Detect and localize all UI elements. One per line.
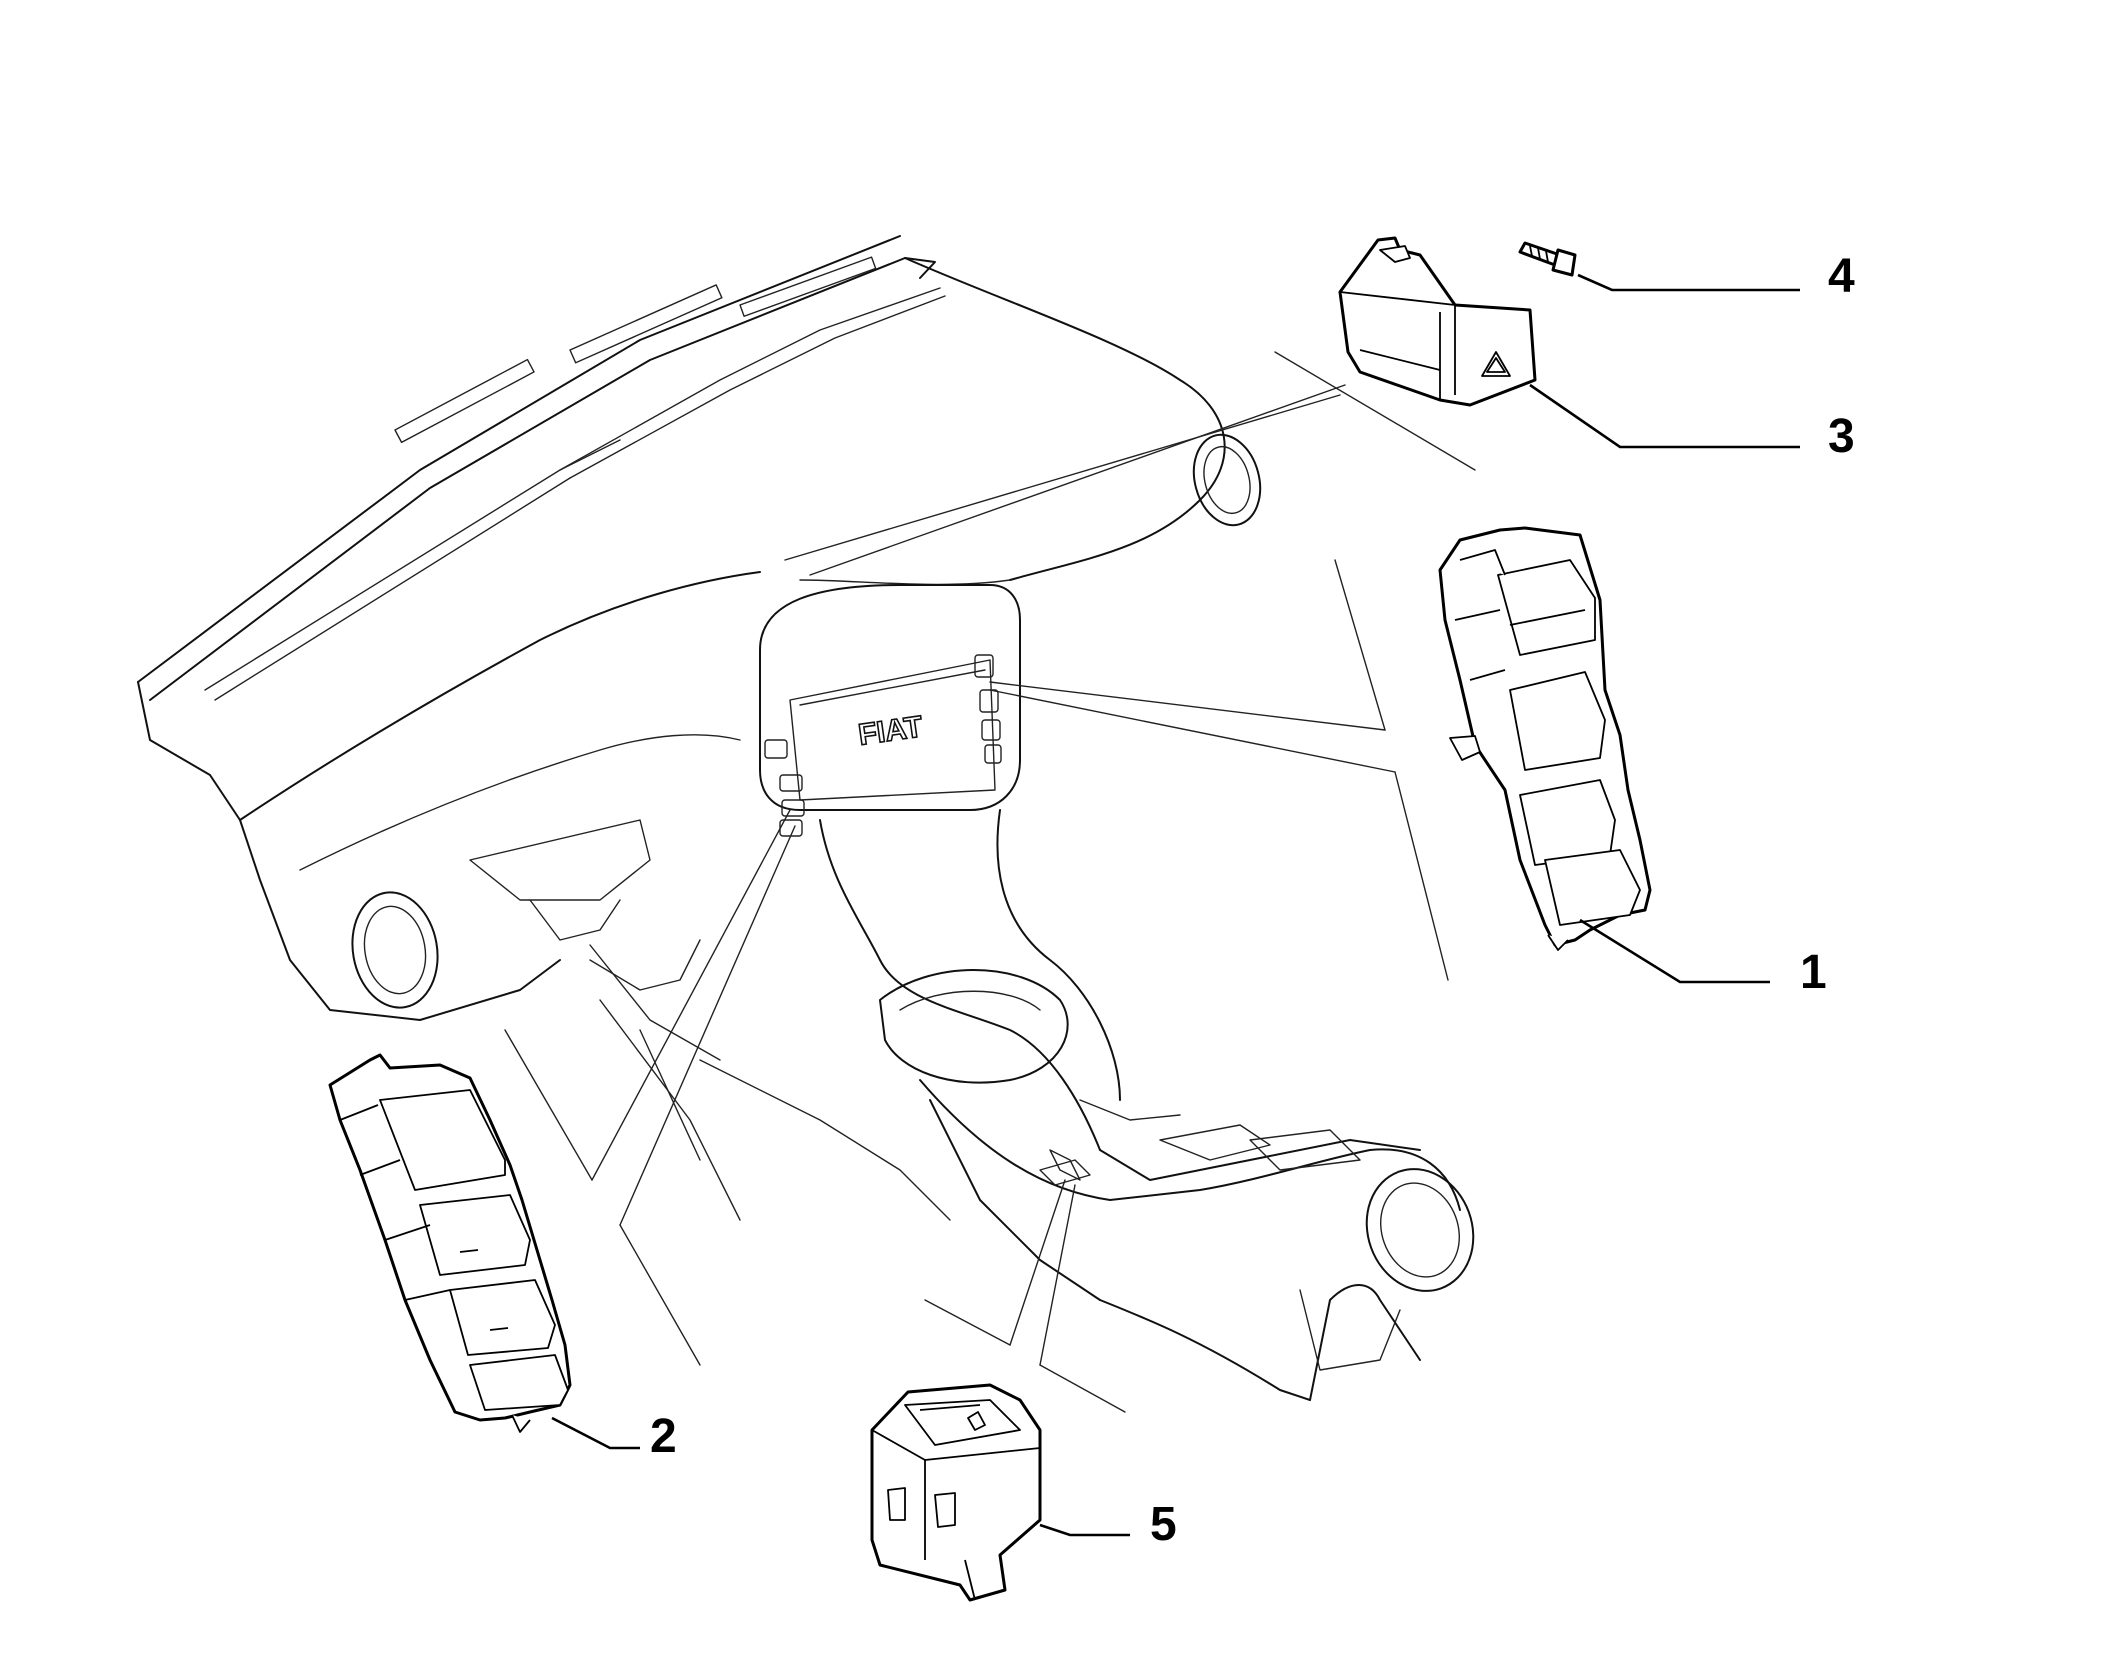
window-switch-panel-left-part [328, 1053, 572, 1433]
callout-2: 2 [650, 1410, 677, 1463]
callout-1: 1 [1800, 946, 1827, 999]
callout-labels: 4 3 1 2 5 [650, 250, 1855, 1551]
guide-lines [504, 351, 1476, 1413]
screw-part [1518, 241, 1577, 277]
console-switch-part [870, 1383, 1042, 1602]
callout-4: 4 [1828, 250, 1855, 303]
callout-5: 5 [1150, 1498, 1177, 1551]
fiat-logo: FIAT [856, 710, 924, 752]
hazard-switch-part [1338, 236, 1537, 407]
window-switch-panel-right-part [1438, 526, 1652, 951]
leader-lines [551, 273, 1800, 1537]
dashboard-assembly: FIAT [137, 235, 1475, 1401]
callout-3: 3 [1828, 410, 1855, 463]
